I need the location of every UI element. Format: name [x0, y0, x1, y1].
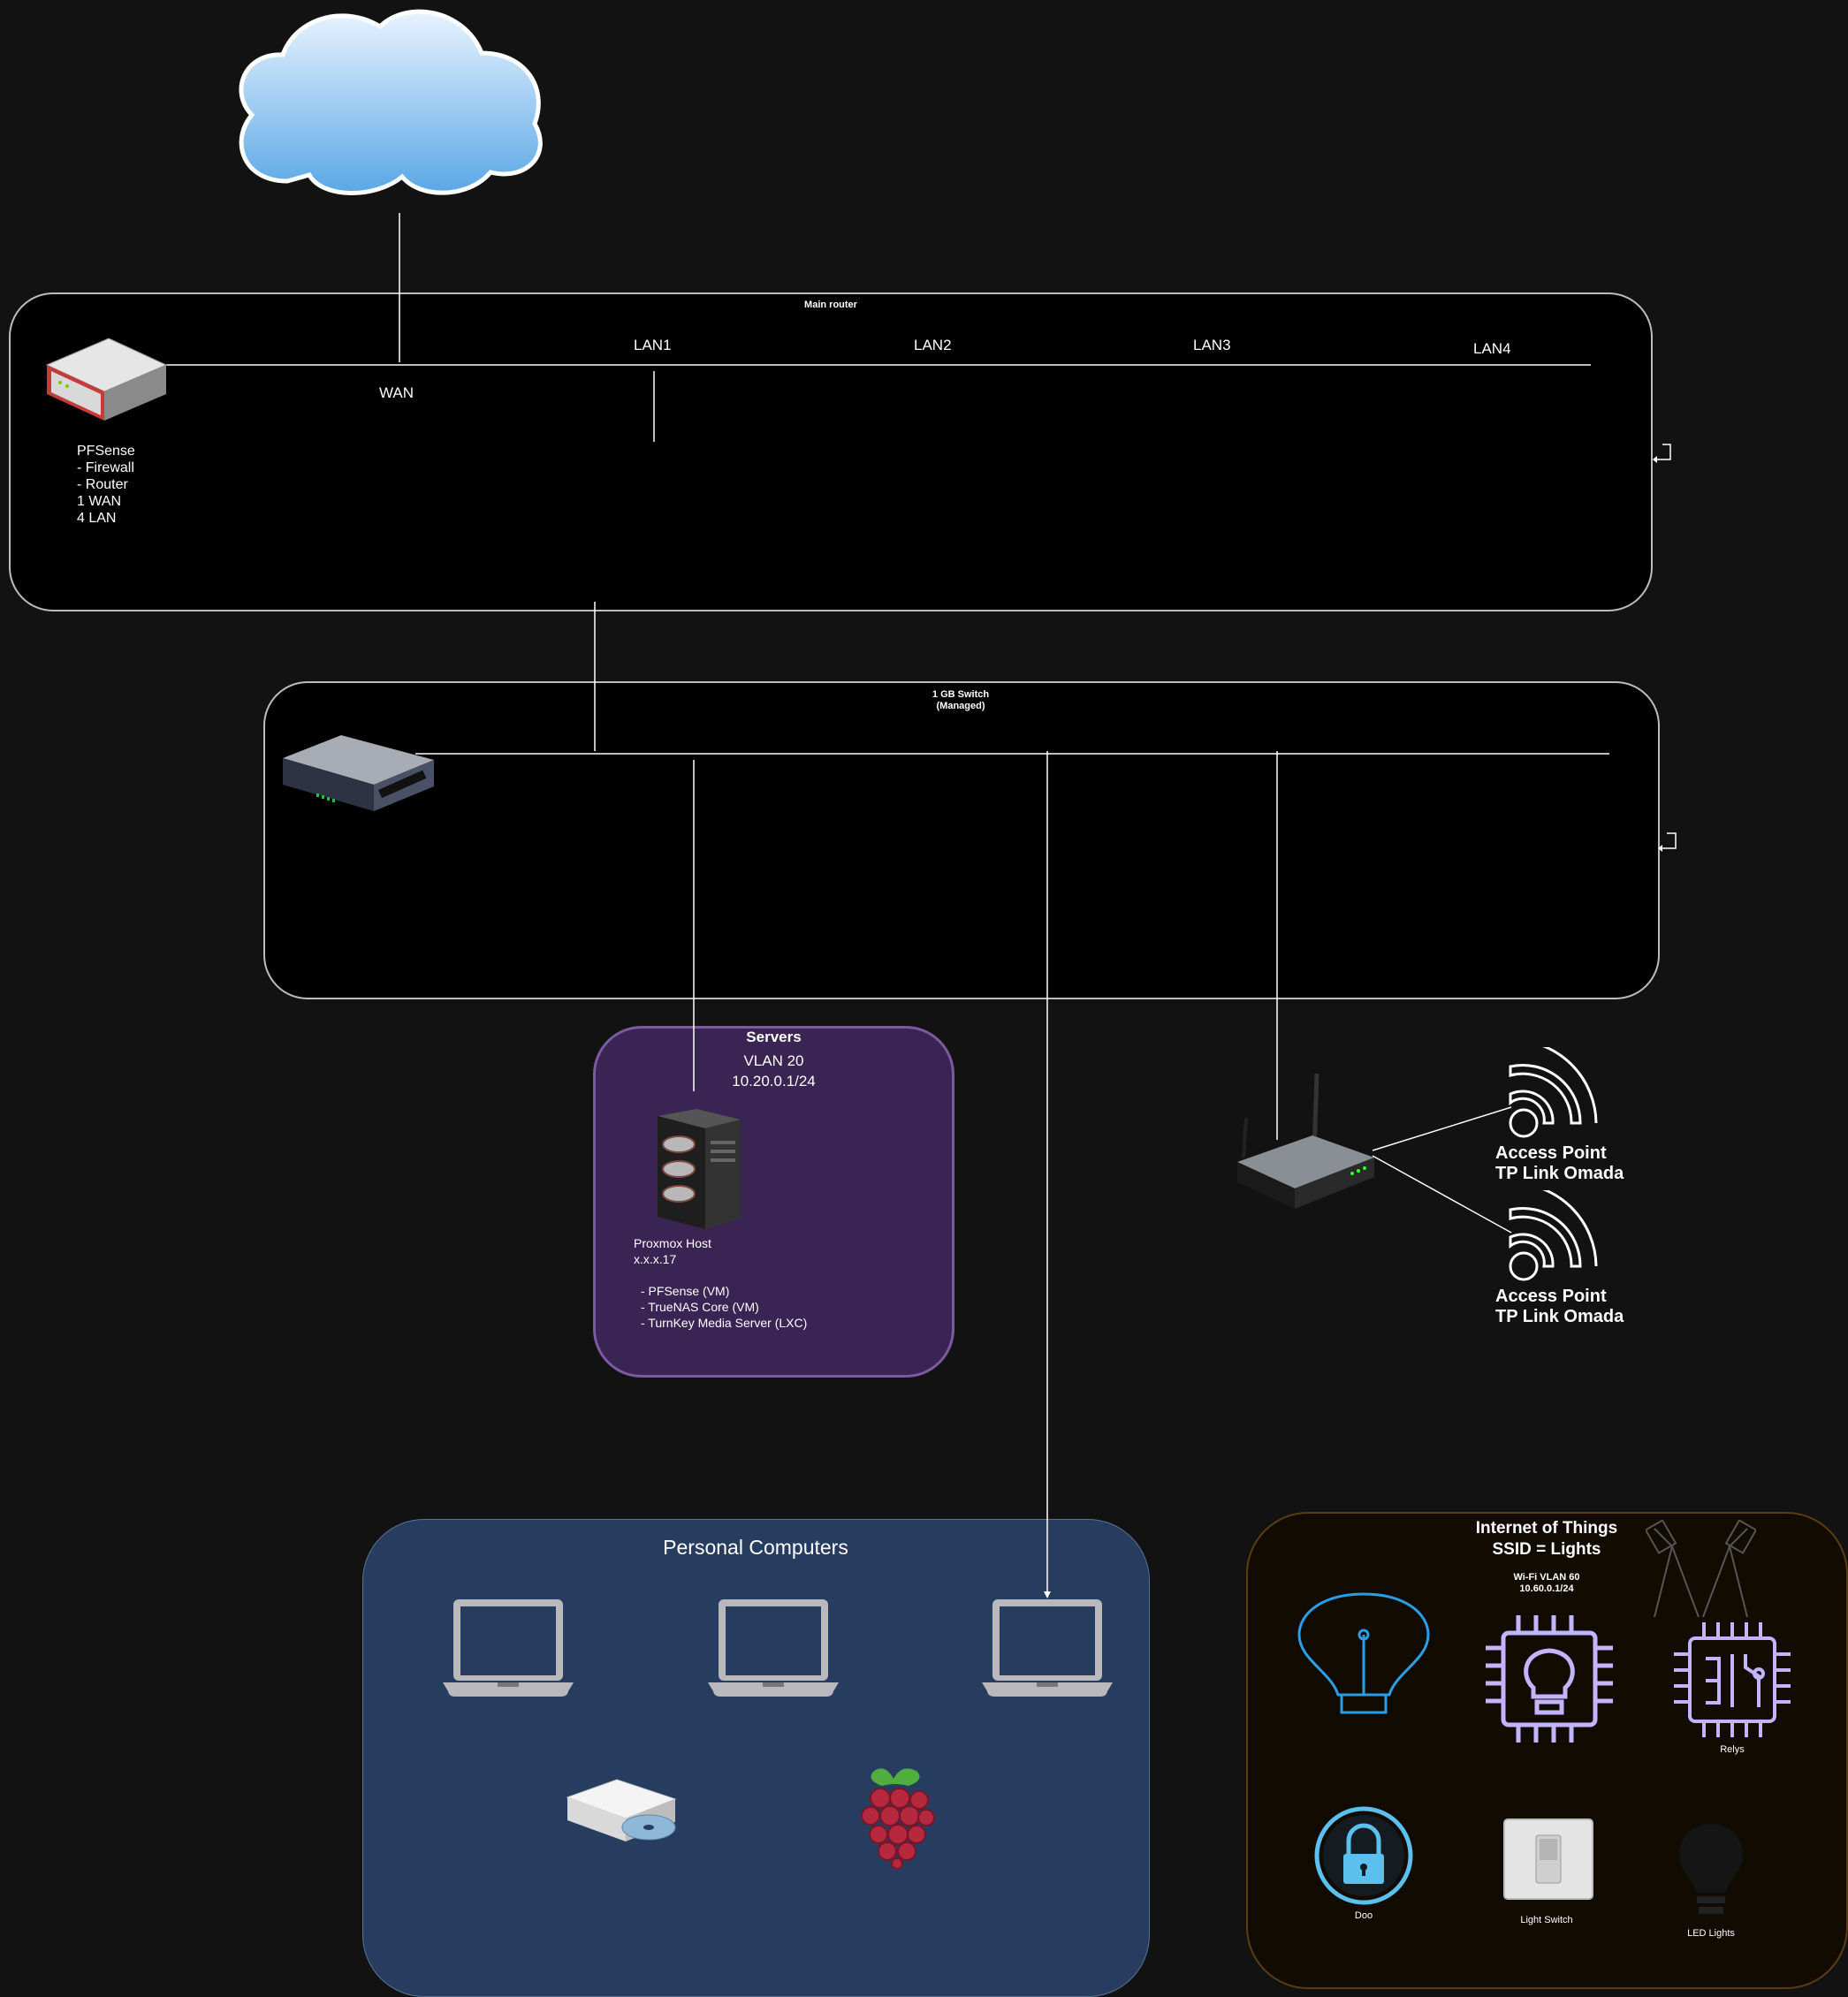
wifi-signal-icon	[1509, 1190, 1598, 1281]
ap1-label-line1: Access Point	[1495, 1143, 1607, 1163]
mac-mini-icon	[566, 1779, 677, 1841]
laptop-icon	[443, 1599, 574, 1697]
light-switch-label: Light Switch	[1520, 1915, 1573, 1925]
ap1-label-line2: TP Link Omada	[1495, 1164, 1624, 1183]
ap2-label-line1: Access Point	[1495, 1287, 1607, 1306]
proxmox-host-name: Proxmox Host	[634, 1236, 711, 1250]
proxmox-services: - PFSense (VM) - TrueNAS Core (VM) - Tur…	[641, 1284, 808, 1330]
pc-group-title: Personal Computers	[663, 1536, 848, 1559]
servers-subnet: 10.20.0.1/24	[732, 1073, 816, 1090]
lan1-port-label: LAN1	[634, 337, 672, 353]
led-lights-label: LED Lights	[1687, 1928, 1735, 1939]
pc-arrowhead	[1044, 1591, 1051, 1598]
lan2-port-label: LAN2	[914, 337, 952, 353]
chip-bulb-icon	[1486, 1615, 1613, 1743]
network-switch-icon	[283, 735, 434, 811]
pfsense-name: PFSense	[77, 444, 135, 459]
iot-group	[1246, 1512, 1848, 1989]
switch-title-line1: 1 GB Switch	[932, 689, 990, 700]
cloud-icon	[239, 9, 543, 195]
laptop-icon	[708, 1599, 839, 1697]
switch-title-line2: (Managed)	[936, 701, 985, 711]
door-label: Doo	[1354, 1910, 1373, 1921]
iot-wifi-vlan: Wi-Fi VLAN 60	[1513, 1572, 1580, 1583]
lock-icon	[1314, 1806, 1413, 1905]
router-edge-connector	[1657, 444, 1671, 460]
laptop-icon	[982, 1599, 1113, 1697]
personal-computers-group	[362, 1519, 1150, 1997]
wifi-signal-icon	[1509, 1047, 1598, 1138]
ap2-link-line	[1372, 1155, 1512, 1234]
iot-title-line2: SSID = Lights	[1492, 1540, 1601, 1559]
main-router-container	[9, 292, 1653, 611]
server-tower-icon	[658, 1109, 741, 1229]
wireless-router-icon	[1237, 1073, 1374, 1209]
servers-title: Servers	[746, 1029, 802, 1045]
led-bulb-icon	[1678, 1823, 1744, 1914]
proxmox-host-ip: x.x.x.17	[634, 1252, 677, 1266]
servers-group	[593, 1026, 954, 1378]
router-title: Main router	[804, 300, 857, 310]
lan3-port-label: LAN3	[1193, 337, 1231, 353]
servers-vlan: VLAN 20	[743, 1052, 804, 1069]
ap1-link-line	[1372, 1106, 1512, 1151]
ap2-label-line2: TP Link Omada	[1495, 1307, 1624, 1326]
relays-label: Relys	[1720, 1744, 1745, 1755]
switch-container	[263, 681, 1660, 999]
iot-wifi-subnet: 10.60.0.1/24	[1519, 1583, 1574, 1594]
wan-port-label: WAN	[379, 384, 414, 401]
light-switch-icon	[1503, 1819, 1593, 1900]
lan4-port-label: LAN4	[1473, 340, 1511, 357]
raspberry-pi-icon	[861, 1768, 935, 1869]
switch-edge-connector	[1662, 832, 1677, 849]
spotlights-icon	[1646, 1520, 1756, 1618]
firewall-appliance-icon	[45, 338, 168, 421]
iot-title-line1: Internet of Things	[1475, 1519, 1618, 1538]
light-bulb-icon	[1297, 1592, 1430, 1714]
relay-chip-icon	[1674, 1622, 1791, 1737]
pfsense-details: - Firewall - Router 1 WAN 4 LAN	[77, 460, 134, 526]
